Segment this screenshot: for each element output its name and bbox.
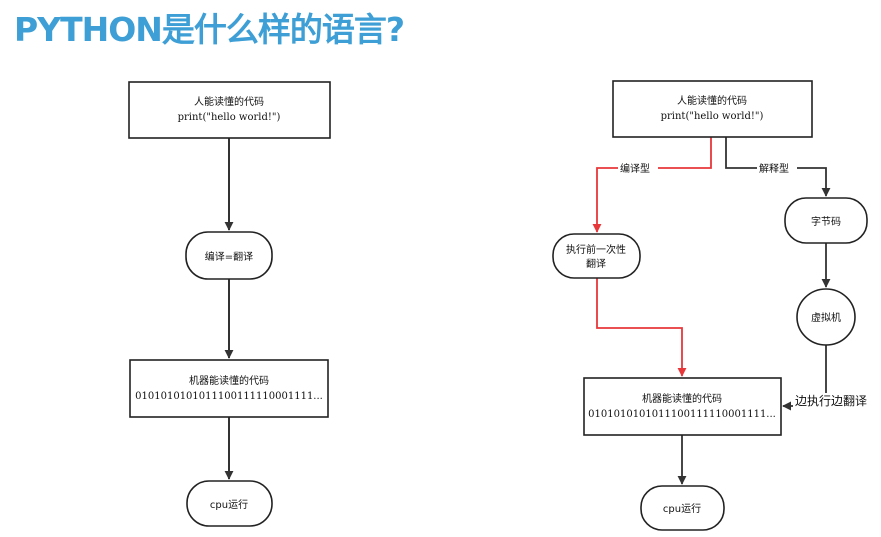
left-cpu-node: cpu运行 [186, 480, 273, 527]
right-precompile-line2: 翻译 [586, 258, 606, 270]
right-bytecode-node: 字节码 [784, 197, 868, 244]
compiled-type-label-group: 编译型 [618, 161, 658, 175]
left-machine-code-line1: 机器能读懂的代码 [189, 374, 269, 387]
right-source-code-node: 人能读懂的代码 print("hello world!") [612, 80, 813, 138]
edge-precompile-to-machine [596, 278, 687, 377]
right-machine-code-line1: 机器能读懂的代码 [642, 392, 722, 405]
edge-compiled-to-precompile [592, 137, 712, 233]
right-vm-node: 虚拟机 [796, 288, 856, 346]
right-cpu-label: cpu运行 [663, 502, 701, 515]
right-cpu-node: cpu运行 [640, 485, 725, 531]
left-source-code-line2: print("hello world!") [178, 112, 281, 123]
left-source-code-node: 人能读懂的代码 print("hello world!") [128, 81, 331, 139]
left-compile-label: 编译=翻译 [205, 250, 253, 263]
interpreted-type-label-group: 解释型 [757, 161, 797, 175]
right-machine-code-line2: 0101010101011100111110001111... [588, 409, 776, 420]
interpreted-type-label: 解释型 [759, 162, 789, 175]
right-precompile-node: 执行前一次性 翻译 [552, 233, 641, 279]
left-compile-node: 编译=翻译 [185, 231, 273, 280]
right-vm-label: 虚拟机 [811, 311, 841, 324]
left-source-code-line1: 人能读懂的代码 [194, 95, 264, 108]
left-cpu-label: cpu运行 [210, 498, 248, 511]
left-machine-code-line2: 0101010101011100111110001111... [135, 391, 323, 402]
left-machine-code-node: 机器能读懂的代码 0101010101011100111110001111... [129, 359, 329, 418]
right-bytecode-label: 字节码 [811, 215, 841, 228]
right-source-code-line2: print("hello world!") [661, 111, 764, 122]
exec-translate-label: 边执行边翻译 [795, 394, 867, 408]
right-precompile-line1: 执行前一次性 [566, 243, 626, 256]
compiled-type-label: 编译型 [620, 162, 650, 175]
page-title: PYTHON是什么样的语言? [14, 10, 405, 49]
right-machine-code-node: 机器能读懂的代码 0101010101011100111110001111... [583, 377, 782, 436]
right-source-code-line1: 人能读懂的代码 [677, 94, 747, 107]
exec-translate-label-group: 边执行边翻译 [793, 393, 877, 409]
